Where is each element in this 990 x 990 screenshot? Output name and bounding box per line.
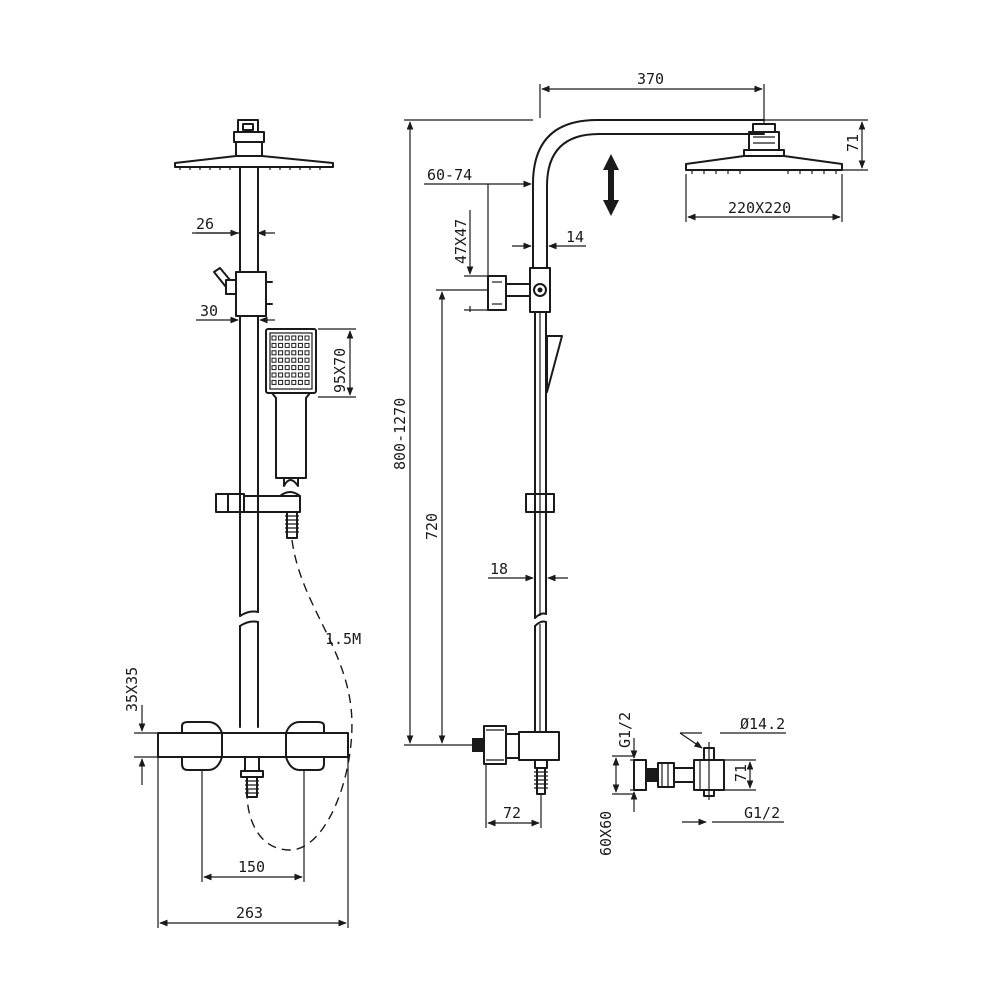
nozzle [304, 372, 310, 378]
dim-rail-upper: 14 [566, 228, 584, 246]
eccentric-detail: G1/2 Ø14.2 71 G1/2 60X60 [597, 712, 786, 856]
nozzle [271, 365, 277, 371]
front-hose [246, 539, 353, 851]
dim-thread-top: G1/2 [616, 712, 634, 748]
dim-inlet-offset: 72 [503, 804, 521, 822]
nozzle [284, 372, 290, 378]
nozzle [291, 372, 297, 378]
height-adjust-arrow-icon [603, 154, 619, 216]
front-hand-shower-holder [215, 491, 301, 539]
side-mixer [472, 725, 560, 795]
nozzle [284, 379, 290, 385]
dim-total-height: 800-1270 [391, 398, 409, 470]
front-view: 26 30 95X70 1.5M 35X35 150 263 [123, 119, 361, 928]
front-diverter-block [213, 267, 273, 317]
dim-overall-width: 263 [236, 904, 263, 922]
front-dimensions [134, 229, 356, 928]
side-hand-shower [546, 335, 563, 393]
nozzle [291, 350, 297, 356]
front-main-rail [239, 315, 259, 728]
side-overhead-shower-head [685, 123, 843, 174]
nozzle [297, 350, 303, 356]
dim-pipe-diameter: Ø14.2 [740, 715, 785, 733]
nozzle [284, 335, 290, 341]
nozzle [304, 379, 310, 385]
nozzle [278, 365, 284, 371]
side-shower-arm [532, 119, 765, 269]
nozzle [271, 342, 277, 348]
nozzle [304, 335, 310, 341]
nozzle [291, 379, 297, 385]
dim-head-height: 71 [844, 134, 862, 152]
front-hand-shower [265, 328, 317, 487]
dim-thread-bottom: G1/2 [744, 804, 780, 822]
side-view: 370 71 220X220 60-74 47X47 14 800-1270 7… [391, 70, 868, 828]
nozzle [297, 365, 303, 371]
side-diverter [487, 267, 551, 313]
dim-slide-range: 720 [423, 513, 441, 540]
nozzle [271, 335, 277, 341]
nozzle [278, 350, 284, 356]
nozzle [297, 342, 303, 348]
nozzle [278, 342, 284, 348]
nozzle [291, 342, 297, 348]
nozzle [304, 350, 310, 356]
front-overhead-shower-head [174, 119, 334, 170]
dim-head-size: 220X220 [728, 199, 791, 217]
front-upper-pipe [239, 166, 259, 273]
side-slider [525, 493, 555, 513]
nozzle [271, 357, 277, 363]
nozzle [284, 357, 290, 363]
dim-flange: 60X60 [597, 811, 615, 856]
nozzle [304, 342, 310, 348]
nozzle [278, 335, 284, 341]
nozzle [291, 365, 297, 371]
eccentric-dimensions [612, 732, 786, 826]
nozzle [297, 379, 303, 385]
dim-pipe-lower: 30 [200, 302, 218, 320]
dim-handheld: 95X70 [331, 348, 349, 393]
dim-inlet-centers: 150 [238, 858, 265, 876]
dim-valve-body: 35X35 [123, 667, 141, 712]
nozzle [278, 372, 284, 378]
nozzle [271, 372, 277, 378]
dim-rail-lower: 18 [490, 560, 508, 578]
side-dimensions [404, 84, 868, 828]
dim-eccentric-height: 71 [732, 764, 750, 782]
nozzle [297, 372, 303, 378]
nozzle [304, 357, 310, 363]
nozzle [304, 365, 310, 371]
nozzle [297, 357, 303, 363]
nozzle [291, 357, 297, 363]
eccentric-fitting [633, 742, 725, 800]
dim-offset-range: 60-74 [427, 166, 472, 184]
nozzle [271, 379, 277, 385]
dim-pipe-upper: 26 [196, 215, 214, 233]
nozzle [278, 379, 284, 385]
nozzle [284, 365, 290, 371]
dim-bracket: 47X47 [452, 219, 470, 264]
nozzle [291, 335, 297, 341]
hand-shower-nozzle-grid [271, 335, 310, 385]
front-mixer-body [157, 721, 349, 798]
nozzle [271, 350, 277, 356]
nozzle [284, 350, 290, 356]
dim-arm-length: 370 [637, 70, 664, 88]
nozzle [284, 342, 290, 348]
dim-hose: 1.5M [325, 630, 361, 648]
nozzle [278, 357, 284, 363]
side-rail [534, 311, 547, 733]
nozzle [297, 335, 303, 341]
